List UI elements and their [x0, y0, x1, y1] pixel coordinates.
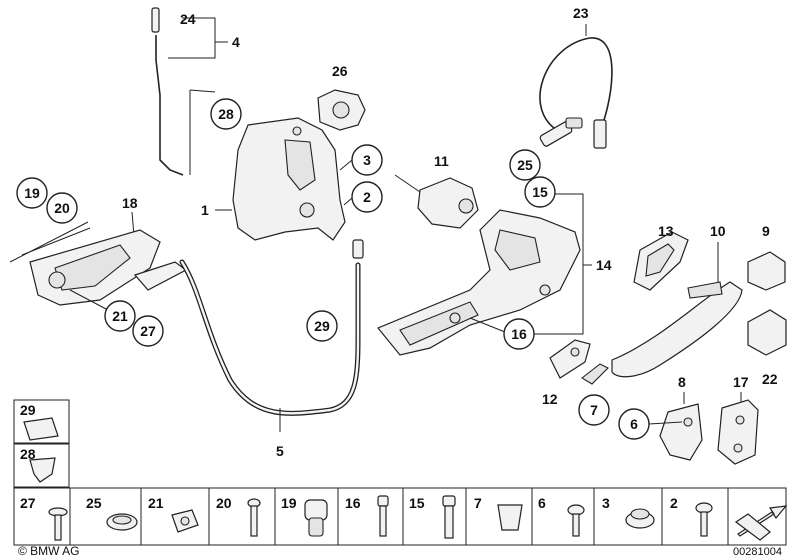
- bottom-parts-row: [13, 487, 787, 546]
- screw-6-icon: [567, 504, 585, 537]
- side-label-28: 28: [20, 446, 36, 462]
- label-29: 29: [314, 318, 330, 334]
- lock-cylinder-part: [394, 174, 479, 229]
- label-1: 1: [201, 202, 209, 218]
- bottom-label-7: 7: [474, 495, 482, 511]
- label-12: 12: [542, 391, 558, 407]
- cap-part-9: [747, 251, 786, 291]
- label-24: 24: [180, 11, 196, 27]
- bottom-label-15: 15: [409, 495, 425, 511]
- bottom-label-19: 19: [281, 495, 297, 511]
- label-27: 27: [140, 323, 156, 339]
- label-20: 20: [54, 200, 70, 216]
- label-16: 16: [511, 326, 527, 342]
- outer-cable-part: [539, 37, 613, 149]
- label-21: 21: [112, 308, 128, 324]
- bolt-15-icon: [442, 495, 456, 539]
- handle-carrier-part: [377, 209, 581, 356]
- label-7: 7: [590, 402, 598, 418]
- callout-19: [16, 177, 48, 209]
- label-25: 25: [517, 157, 533, 173]
- label-10: 10: [710, 223, 726, 239]
- bottom-label-21: 21: [148, 495, 164, 511]
- screw-2-icon: [695, 502, 713, 537]
- bottom-label-6: 6: [538, 495, 546, 511]
- grommet-7-icon: [497, 504, 523, 531]
- bowden-cable-part: [179, 239, 364, 416]
- lock-rod-part: [151, 7, 228, 176]
- bottom-label-20: 20: [216, 495, 232, 511]
- callout-15: [524, 176, 556, 208]
- bottom-label-2: 2: [670, 495, 678, 511]
- label-3: 3: [363, 152, 371, 168]
- bottom-label-3: 3: [602, 495, 610, 511]
- label-9: 9: [762, 223, 770, 239]
- washer-3-icon: [625, 508, 655, 529]
- callout-3: [351, 144, 383, 176]
- label-19: 19: [24, 185, 40, 201]
- arrow-icon: [734, 505, 788, 541]
- label-26: 26: [332, 63, 348, 79]
- label-2: 2: [363, 189, 371, 205]
- diagram-code: 00281004: [733, 546, 782, 558]
- callout-21: [104, 300, 136, 332]
- screw-27-icon: [48, 507, 68, 541]
- cap-part-22: [747, 309, 787, 356]
- label-23: 23: [573, 5, 589, 21]
- side-panel: [13, 399, 70, 488]
- label-8: 8: [678, 374, 686, 390]
- bolt-16-icon: [377, 495, 389, 537]
- callout-28: [210, 98, 242, 130]
- inner-handle-part: [29, 229, 188, 306]
- clip-19-icon: [304, 499, 328, 537]
- callout-25: [509, 149, 541, 181]
- label-4: 4: [232, 34, 240, 50]
- plate-part: [717, 399, 759, 465]
- outer-door-handle-part: [611, 281, 743, 378]
- callout-27: [132, 315, 164, 347]
- bottom-label-27: 27: [20, 495, 36, 511]
- label-11: 11: [434, 153, 449, 169]
- plug-25-icon: [106, 513, 138, 531]
- screw-20-icon: [247, 498, 261, 537]
- label-15: 15: [532, 184, 548, 200]
- label-5: 5: [276, 443, 284, 459]
- copyright-text: © BMW AG: [18, 544, 80, 558]
- callout-29: [306, 310, 338, 342]
- callout-20: [46, 192, 78, 224]
- label-22: 22: [762, 371, 778, 387]
- gasket-part: [633, 231, 689, 291]
- lock-trim-part: [549, 339, 609, 385]
- callout-2: [351, 181, 383, 213]
- side-label-29: 29: [20, 402, 36, 418]
- label-13: 13: [658, 223, 674, 239]
- label-6: 6: [630, 416, 638, 432]
- door-lock-part: [189, 89, 346, 241]
- bottom-label-25: 25: [86, 495, 102, 511]
- bracket-part: [659, 403, 703, 461]
- clip-part: [317, 89, 366, 131]
- nut-21-icon: [171, 509, 199, 533]
- callout-16: [503, 318, 535, 350]
- label-14: 14: [596, 257, 612, 273]
- bottom-label-16: 16: [345, 495, 361, 511]
- callout-7: [578, 394, 610, 426]
- label-18: 18: [122, 195, 138, 211]
- label-17: 17: [733, 374, 749, 390]
- label-28: 28: [218, 106, 234, 122]
